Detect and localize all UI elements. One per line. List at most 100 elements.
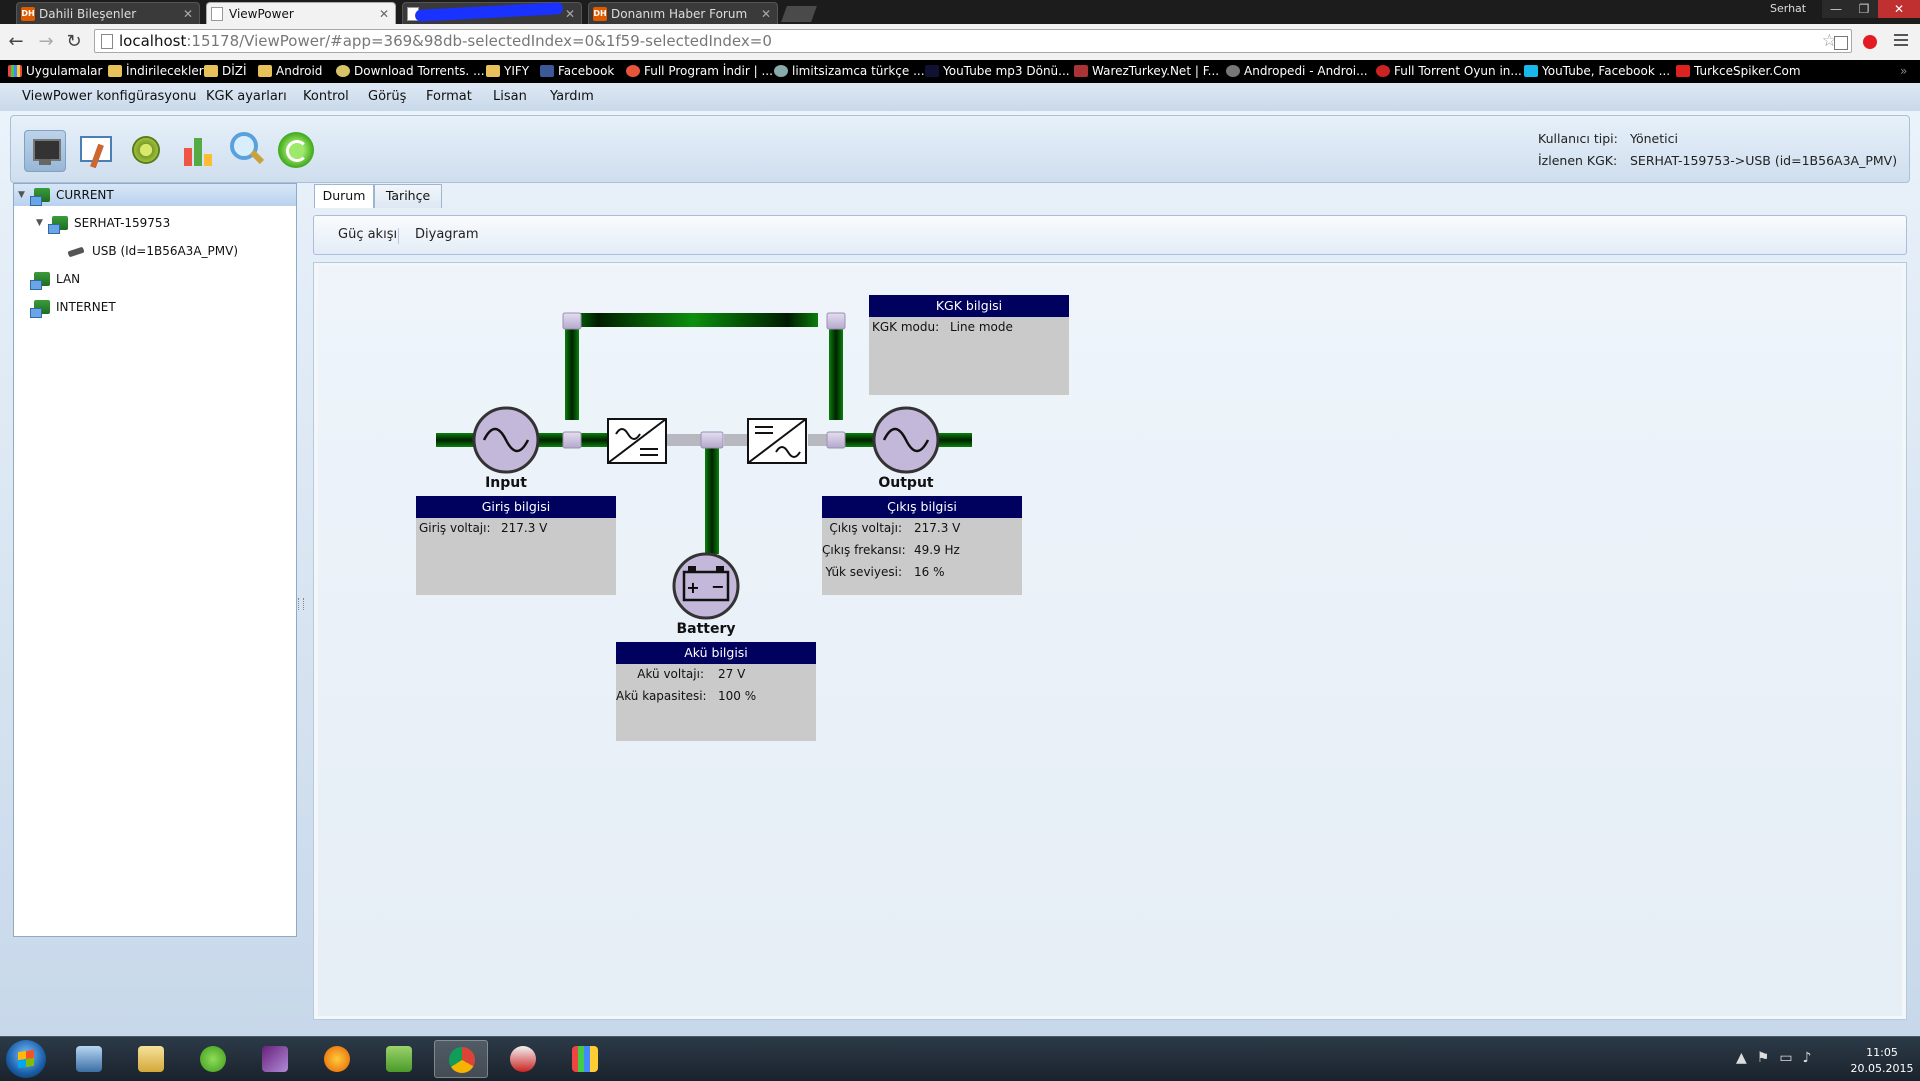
evernote-icon[interactable]: [372, 1040, 426, 1078]
close-window-icon[interactable]: ✕: [1878, 0, 1920, 18]
dc-bus-line: [666, 434, 702, 446]
menu-viewpower-config[interactable]: ViewPower konfigürasyonu: [22, 89, 197, 104]
monitor-icon[interactable]: [24, 130, 66, 172]
folder-icon[interactable]: [124, 1040, 178, 1078]
bookmark-item[interactable]: DİZİ: [204, 60, 247, 83]
bookmark-item[interactable]: YouTube mp3 Dönü...: [925, 60, 1070, 83]
menu-help[interactable]: Yardım: [550, 89, 594, 104]
bookmarks-overflow-icon[interactable]: »: [1900, 64, 1908, 78]
configuration-icon[interactable]: [76, 130, 116, 170]
output-label: Output: [878, 475, 934, 491]
menu-ups-settings[interactable]: KGK ayarları: [206, 89, 287, 104]
menu-language[interactable]: Lisan: [493, 89, 527, 104]
tree-node-label: CURRENT: [56, 188, 114, 202]
tree-node-label: SERHAT-159753: [74, 216, 171, 230]
close-tab-icon[interactable]: ✕: [182, 7, 193, 21]
chrome-icon[interactable]: [434, 1040, 488, 1078]
start-button-icon[interactable]: [6, 1040, 46, 1078]
close-tab-icon[interactable]: ✕: [760, 7, 771, 21]
expand-arrow-icon[interactable]: ▼: [36, 218, 43, 228]
forward-arrow-icon[interactable]: →: [38, 31, 54, 52]
ups-info-title: KGK bilgisi: [869, 295, 1069, 317]
new-tab-button[interactable]: [781, 6, 817, 22]
gear-icon[interactable]: [126, 130, 166, 170]
browser-tab-label: Donanım Haber Forum: [611, 7, 748, 21]
extension-icon[interactable]: [1834, 36, 1848, 50]
url-text[interactable]: localhost:15178/ViewPower/#app=369&98db-…: [119, 32, 772, 50]
splitter-handle[interactable]: [298, 598, 304, 610]
bookmark-item[interactable]: Full Program İndir | ...: [626, 60, 773, 83]
window-user-label: Serhat: [1770, 2, 1807, 15]
app-menu-bar: ViewPower konfigürasyonu KGK ayarları Ko…: [0, 83, 1920, 112]
tree-node-internet[interactable]: INTERNET: [14, 296, 296, 318]
app-grid-icon[interactable]: [558, 1040, 612, 1078]
bookmark-item[interactable]: YouTube, Facebook ...: [1524, 60, 1670, 83]
bookmark-item[interactable]: Andropedi - Androi...: [1226, 60, 1368, 83]
browser-tab-donanim[interactable]: DH Donanım Haber Forum ✕: [588, 2, 778, 24]
menu-control[interactable]: Kontrol: [303, 89, 349, 104]
tree-node-label: INTERNET: [56, 300, 116, 314]
bookmark-item[interactable]: Full Torrent Oyun in...: [1376, 60, 1522, 83]
close-tab-icon[interactable]: ✕: [378, 7, 389, 21]
visual-studio-icon[interactable]: [248, 1040, 302, 1078]
sub-tabs: Güç akışı Diyagram: [313, 215, 1907, 255]
ups-mode-value: Line mode: [950, 320, 1013, 334]
bookmark-star-icon[interactable]: ☆: [1821, 31, 1837, 51]
menu-format[interactable]: Format: [426, 89, 472, 104]
adblock-extension-icon[interactable]: [1863, 35, 1877, 49]
output-frequency-value: 49.9 Hz: [914, 543, 960, 557]
address-bar[interactable]: localhost:15178/ViewPower/#app=369&98db-…: [94, 29, 1852, 53]
bookmark-item[interactable]: Uygulamalar: [8, 60, 102, 83]
bookmark-item[interactable]: WarezTurkey.Net | F...: [1074, 60, 1219, 83]
explorer-icon[interactable]: [62, 1040, 116, 1078]
reload-icon[interactable]: ↻: [66, 31, 82, 52]
battery-voltage-label: Akü voltajı:: [637, 667, 704, 681]
tree-node-host[interactable]: ▼ SERHAT-159753: [14, 212, 296, 234]
firefox-icon[interactable]: [310, 1040, 364, 1078]
folder-icon: [204, 65, 218, 77]
ups-mode-row: KGK modu: Line mode: [872, 317, 1013, 337]
junction-node: [826, 312, 846, 330]
bookmark-item[interactable]: Download Torrents. ...: [336, 60, 485, 83]
restore-icon[interactable]: ❐: [1850, 0, 1878, 18]
browser-tab-dahili[interactable]: DH Dahili Bileşenler ✕: [16, 2, 200, 24]
expand-arrow-icon[interactable]: ▼: [18, 190, 25, 200]
browser-toolbar: ← → ↻ localhost:15178/ViewPower/#app=369…: [0, 24, 1920, 61]
apps-grid-icon: [8, 65, 22, 77]
site-icon: [1376, 65, 1390, 77]
tree-node-lan[interactable]: LAN: [14, 268, 296, 290]
subtab-diagram[interactable]: Diyagram: [415, 227, 479, 242]
battery-info-panel: Akü bilgisi Akü voltajı: 27 V Akü kapasi…: [616, 642, 816, 741]
close-tab-icon[interactable]: ✕: [564, 7, 575, 21]
system-tray-icons[interactable]: ▲⚑▭♪: [1736, 1050, 1822, 1066]
browser-tab-viewpower[interactable]: ViewPower ✕: [206, 2, 396, 24]
input-label: Input: [485, 475, 527, 491]
bookmark-item[interactable]: limitsizamca türkçe ...: [774, 60, 925, 83]
refresh-icon[interactable]: [276, 130, 316, 170]
site-icon: [925, 65, 939, 77]
search-icon[interactable]: [226, 130, 266, 170]
bookmark-item[interactable]: YIFY: [486, 60, 529, 83]
clock-date: 20.05.2015: [1850, 1062, 1914, 1075]
bookmark-item[interactable]: TurkceSpiker.Com: [1676, 60, 1801, 83]
tree-node-usb-device[interactable]: USB (Id=1B56A3A_PMV): [14, 240, 296, 262]
tab-status[interactable]: Durum: [314, 184, 374, 208]
bookmark-item[interactable]: İndirilecekler: [108, 60, 204, 83]
utorrent-icon[interactable]: [186, 1040, 240, 1078]
tree-node-current[interactable]: ▼ CURRENT: [14, 184, 296, 206]
browser-tab-strip: DH Dahili Bileşenler ✕ ViewPower ✕ ✕ DH …: [0, 0, 1920, 24]
subtab-power-flow[interactable]: Güç akışı: [338, 227, 398, 242]
snipping-tool-icon[interactable]: [496, 1040, 550, 1078]
tab-history[interactable]: Tarihçe: [374, 184, 442, 208]
bookmarks-bar: Uygulamalar İndirilecekler DİZİ Android …: [0, 60, 1920, 83]
minimize-icon[interactable]: —: [1822, 0, 1850, 18]
bookmark-item[interactable]: Facebook: [540, 60, 614, 83]
bookmark-item[interactable]: Android: [258, 60, 322, 83]
taskbar-clock[interactable]: 11:05 20.05.2015: [1850, 1045, 1914, 1077]
menu-view[interactable]: Görüş: [368, 89, 407, 104]
back-arrow-icon[interactable]: ←: [8, 31, 24, 52]
user-type-label: Kullanıcı tipi:: [1538, 131, 1618, 146]
browser-menu-icon[interactable]: [1894, 34, 1908, 46]
ts-icon: [1676, 65, 1690, 77]
bar-chart-icon[interactable]: [176, 130, 216, 170]
